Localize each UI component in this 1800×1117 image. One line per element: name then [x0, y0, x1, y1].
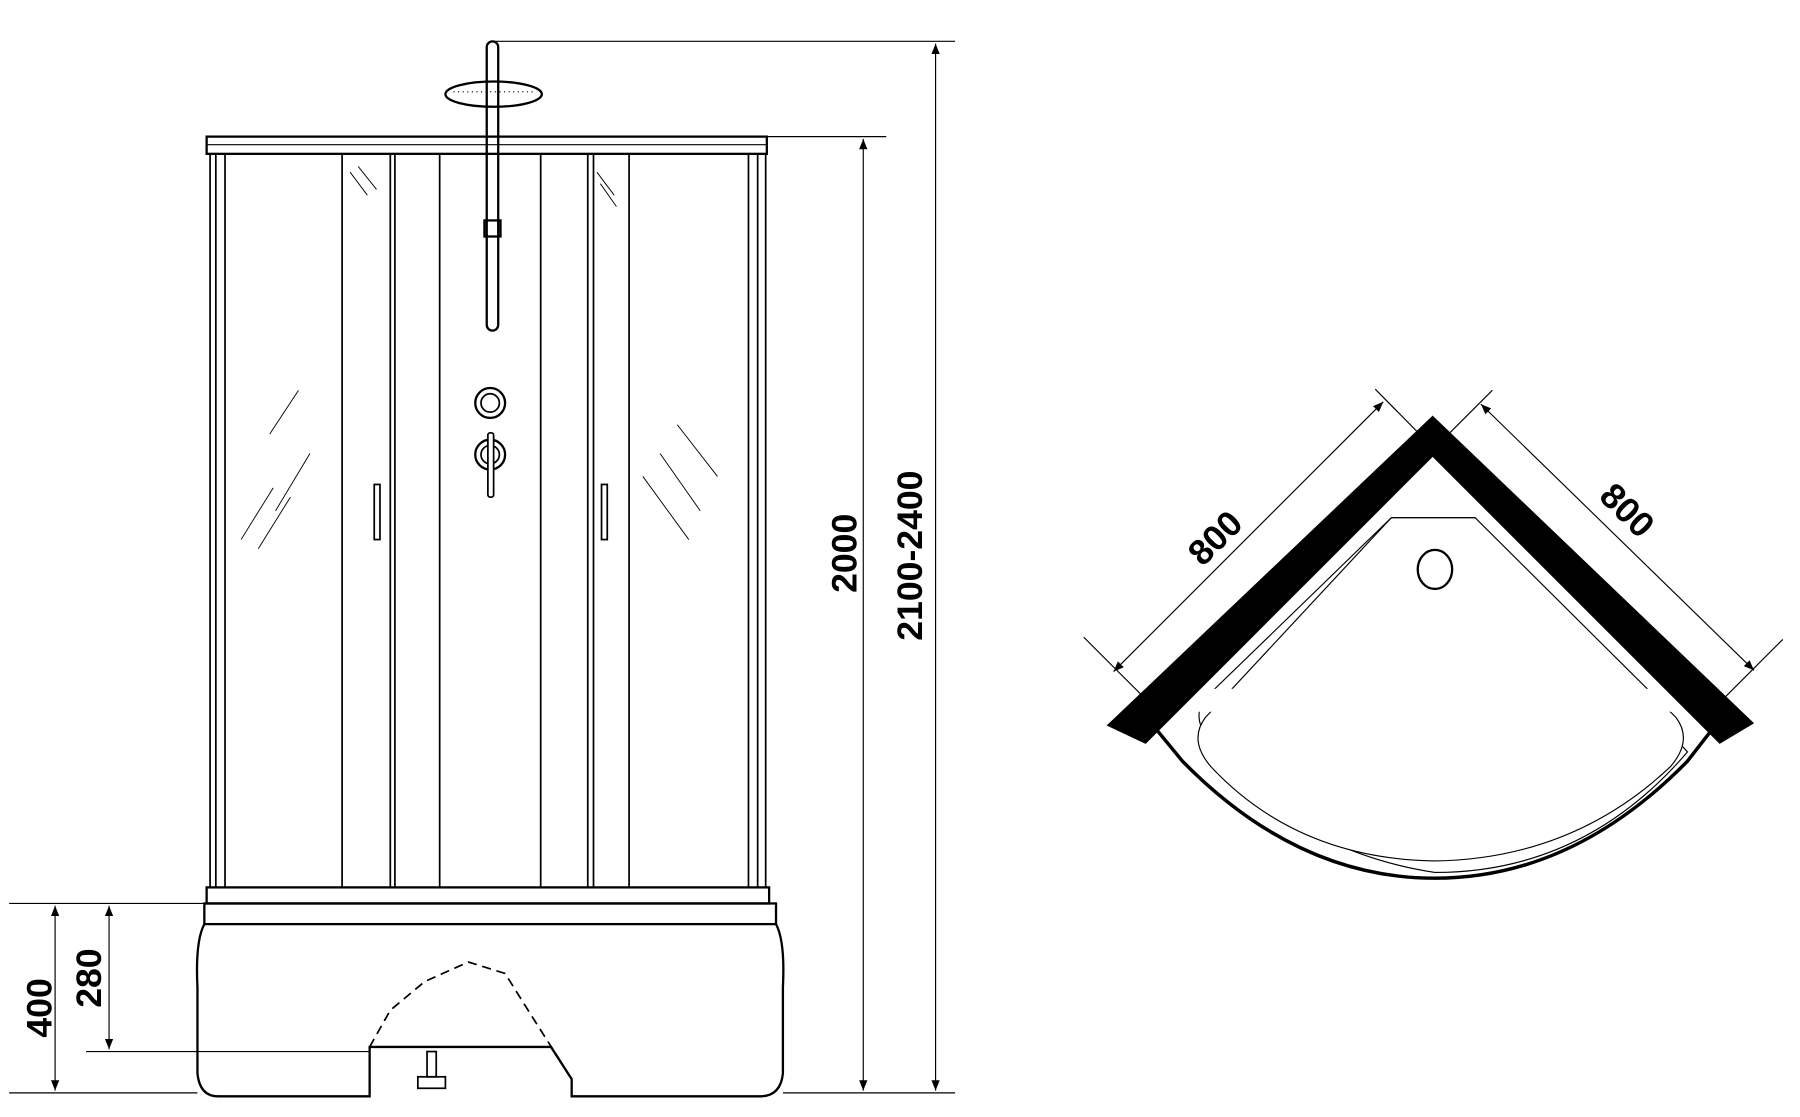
- dim-plan-left: 800: [1180, 503, 1250, 573]
- adjustable-foot: [426, 1050, 438, 1078]
- tray-outline: [1138, 708, 1730, 880]
- door-handle-left: [373, 483, 381, 541]
- shower-tray-base: [195, 902, 785, 1098]
- front-view: [195, 40, 785, 1098]
- dim-plan-right: 800: [1592, 475, 1662, 545]
- dim-tray-height: 280: [69, 948, 109, 1007]
- shower-pole: [444, 40, 543, 332]
- mixer-controls: [474, 386, 507, 498]
- door-handle-right: [600, 483, 609, 541]
- front-dimensions: [9, 40, 956, 1094]
- drain-icon: [1416, 548, 1454, 591]
- dim-base-height: 400: [20, 978, 60, 1037]
- plan-view: [1083, 388, 1784, 880]
- dim-total-height: 2100-2400: [890, 471, 930, 641]
- shower-head: [444, 80, 543, 108]
- glass-panels: [209, 153, 767, 888]
- glass-glare: [240, 166, 718, 549]
- bottom-frame: [205, 886, 771, 905]
- dim-cabin-height: 2000: [824, 514, 864, 593]
